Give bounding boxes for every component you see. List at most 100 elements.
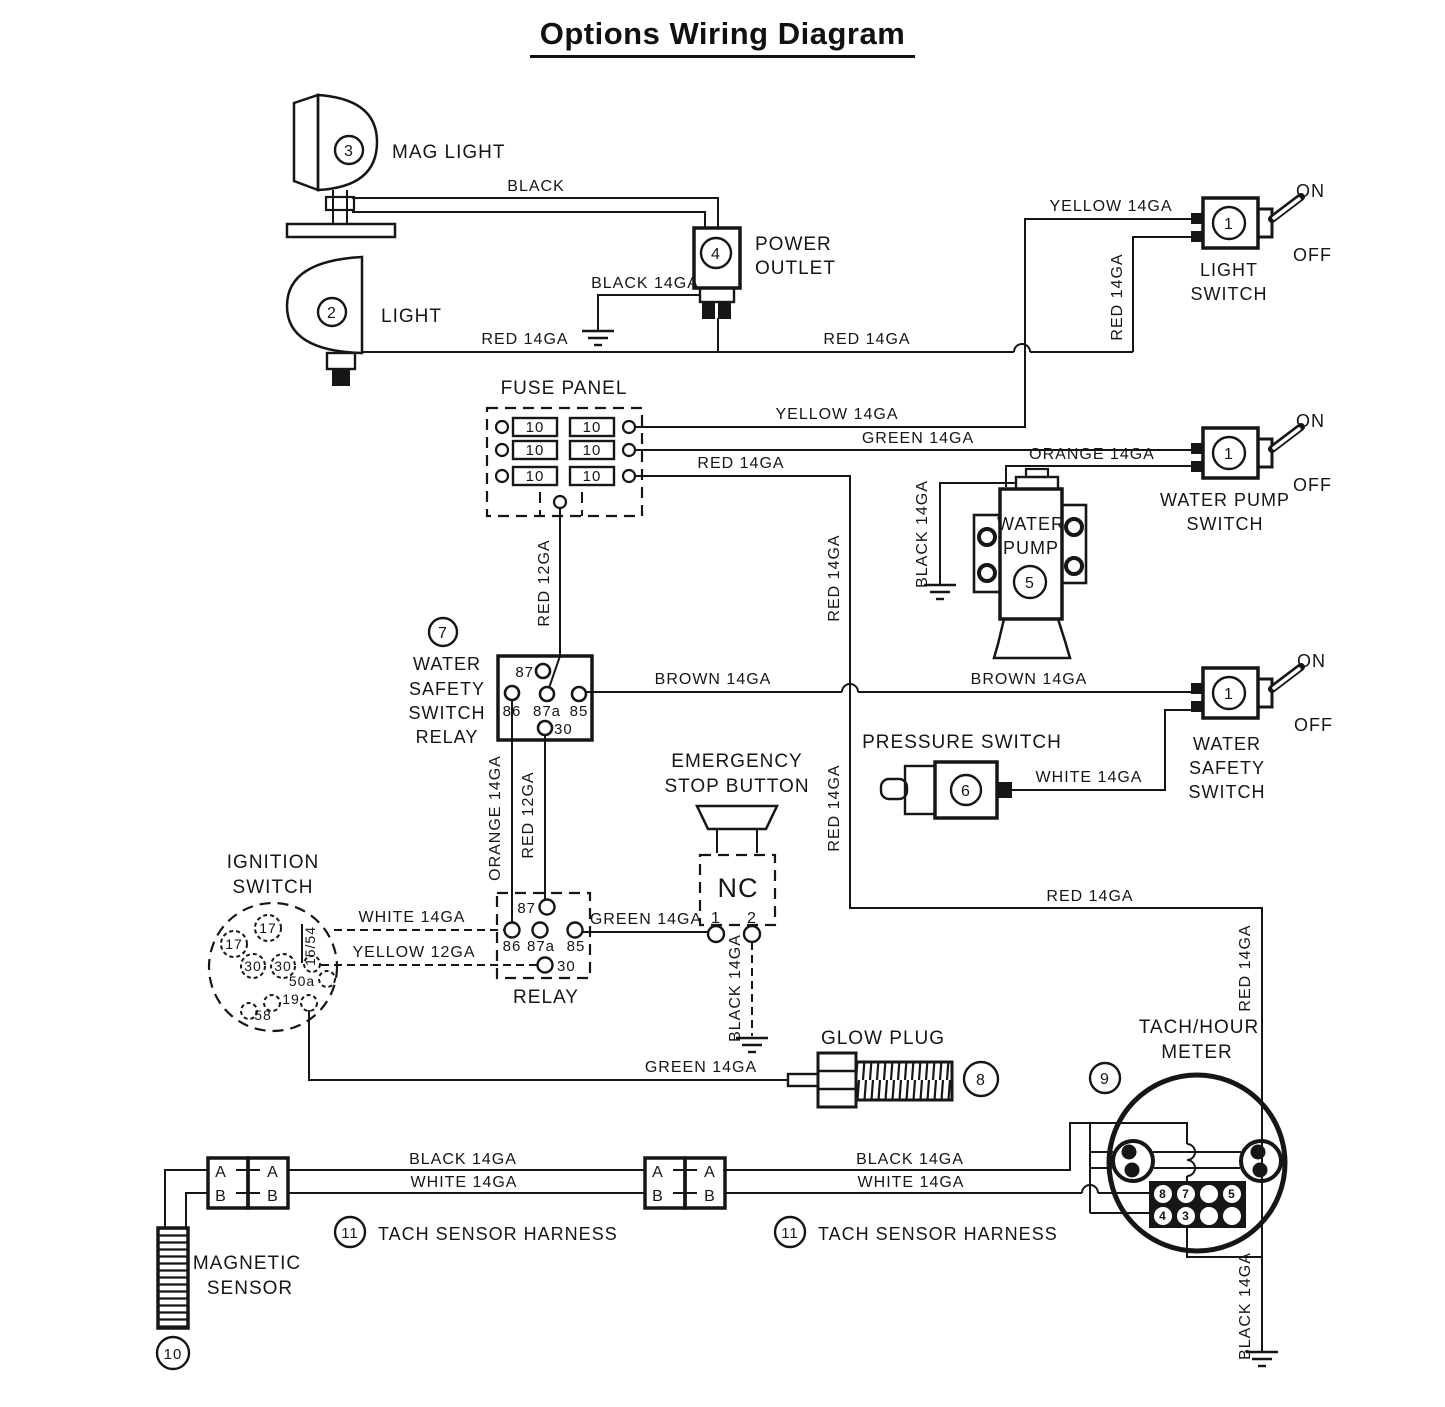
terminal-label: 86	[503, 938, 522, 955]
pin-number: 5	[1228, 1187, 1236, 1201]
wire-label-white-14ga: WHITE 14GA	[1036, 769, 1143, 786]
wire-red-branch	[1132, 236, 1192, 352]
wire-red-12ga	[548, 655, 561, 689]
relay-label: RELAY	[513, 987, 579, 1008]
badge-1	[1211, 675, 1247, 711]
power-outlet-label: OUTLET	[755, 258, 836, 279]
terminal-1	[706, 924, 726, 944]
wire-label-red-14ga: RED 14GA	[826, 764, 843, 851]
shape	[325, 351, 357, 371]
wire-label-red-14ga: RED 14GA	[826, 534, 843, 621]
wss-relay-label: SAFETY	[409, 679, 485, 699]
off-label: OFF	[1293, 475, 1332, 495]
wire-label-red-14ga: RED 14GA	[1109, 253, 1126, 340]
fuse-rating: 10	[583, 419, 602, 436]
fuse-panel-outline	[485, 406, 644, 518]
terminal-label: 2	[747, 910, 757, 927]
wire-label-brown-14ga: BROWN 14GA	[655, 671, 772, 688]
fuse	[511, 465, 559, 487]
tach-hour-meter-label: METER	[1161, 1042, 1233, 1063]
terminal-label: 87a	[527, 938, 555, 955]
wire-label-black-14ga: BLACK 14GA	[727, 934, 744, 1042]
mag-light-dome	[316, 93, 379, 192]
wire-label-red-14ga: RED 14GA	[1046, 888, 1133, 905]
terminal-label: 50a	[289, 973, 315, 989]
shape	[1024, 467, 1050, 479]
magnetic-sensor-label: SENSOR	[207, 1278, 293, 1299]
fuse-terminal	[621, 468, 637, 484]
badge-10	[155, 1335, 191, 1371]
wire-black	[723, 1122, 1188, 1171]
water-pump-label: WATER	[997, 514, 1065, 534]
pin-7	[1176, 1184, 1196, 1204]
fuse	[511, 439, 559, 461]
fuse-rating: 10	[526, 468, 545, 485]
glow-plug-label: GLOW PLUG	[821, 1028, 945, 1049]
terminal-label: 87	[517, 900, 536, 917]
wire-label-black-14ga: BLACK 14GA	[856, 1151, 964, 1168]
connector-pin-label: A	[652, 1164, 664, 1181]
pin-number: 8	[1159, 1187, 1167, 1201]
wire-black	[352, 197, 719, 228]
terminal-label: 17	[259, 920, 277, 936]
pin	[1121, 1144, 1137, 1160]
wire-label-red-12ga: RED 12GA	[520, 771, 537, 858]
shape	[1060, 503, 1088, 585]
wire-yellow	[635, 218, 1192, 428]
terminal-86	[503, 921, 521, 939]
wire-label-white-14ga: WHITE 14GA	[411, 1174, 518, 1191]
pin-5	[1222, 1184, 1242, 1204]
pin	[1252, 1162, 1268, 1178]
terminal-86	[503, 684, 521, 702]
pin-number: 3	[1182, 1209, 1190, 1223]
terminal-17	[254, 914, 282, 942]
wire-black-inner	[352, 211, 706, 228]
wire-label-red-14ga: RED 14GA	[1237, 924, 1254, 1011]
terminal	[1191, 443, 1204, 454]
terminal-label: 58	[254, 1007, 272, 1023]
on-label: ON	[1296, 411, 1325, 431]
on-label: ON	[1297, 651, 1326, 671]
badge-9-number: 9	[1100, 1071, 1110, 1088]
fuse-rating: 10	[526, 442, 545, 459]
badge-11-number: 11	[781, 1225, 799, 1242]
terminal	[1191, 231, 1204, 242]
wire-label-yellow-12ga: YELLOW 12GA	[352, 944, 475, 961]
magnetic-sensor-label: MAGNETIC	[193, 1253, 301, 1274]
shape	[1014, 475, 1060, 491]
terminal	[1191, 461, 1204, 472]
shape	[718, 301, 731, 319]
terminal-19	[300, 994, 318, 1012]
wire-label-yellow-14ga: YELLOW 14GA	[1049, 198, 1172, 215]
bolt	[1064, 556, 1084, 576]
badge-1	[1211, 435, 1247, 471]
shape	[332, 370, 350, 386]
terminal-label: 17	[225, 936, 243, 952]
badge-4	[699, 236, 733, 270]
terminal	[996, 782, 1012, 798]
badge-11-number: 11	[341, 1225, 359, 1242]
pin	[1199, 1184, 1219, 1204]
badge-5-number: 5	[1025, 575, 1035, 592]
terminal-label: 85	[567, 938, 586, 955]
wire-label-green-14ga: GREEN 14GA	[862, 430, 974, 447]
bolt	[977, 563, 997, 583]
shape	[698, 286, 736, 304]
connector-body	[643, 1156, 687, 1210]
terminal-58	[240, 1002, 258, 1020]
badge-1	[1211, 205, 1247, 241]
badge-1-number: 1	[1224, 446, 1234, 463]
pin-4	[1153, 1206, 1173, 1226]
emergency-stop-label: EMERGENCY	[671, 751, 802, 772]
terminal	[1191, 701, 1204, 712]
